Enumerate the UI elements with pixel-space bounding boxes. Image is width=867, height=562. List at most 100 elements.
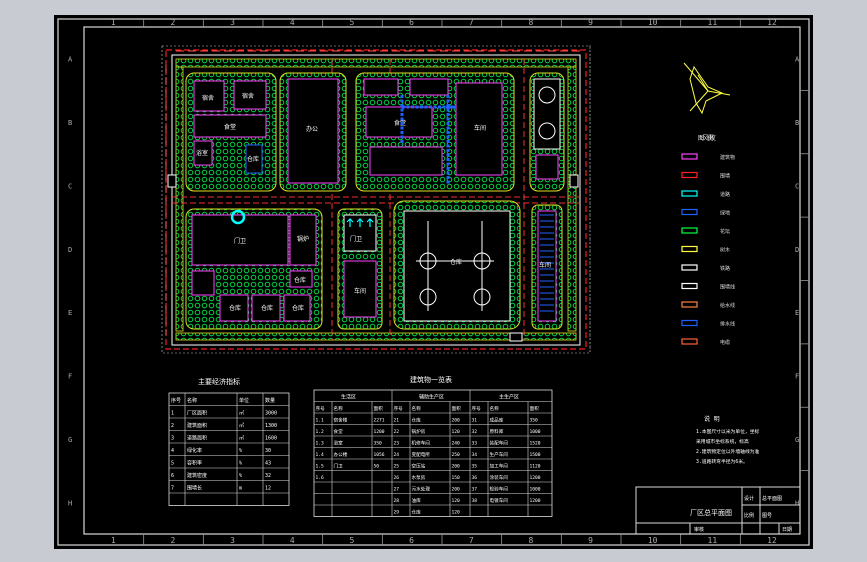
green-belt-left [175,66,184,332]
row-label-left: F [68,373,72,381]
table2-header: 序号 [316,405,326,412]
label-b17: 仓库 [450,258,462,266]
col-label-top: 1 [111,18,116,27]
row-label-right: C [795,182,799,190]
row-label-right: E [795,309,799,317]
table2-cell: 35 [472,464,478,470]
table1-cell: 30 [265,448,271,454]
legend-swatch [681,227,698,234]
label-b16: 车间 [354,287,366,295]
table2-cell: 31 [472,418,478,424]
legend-label: 给水线 [720,302,735,309]
table2-header: 名称 [412,405,422,412]
table1-cell: 建筑面积 [187,422,207,429]
row-label-left: A [68,56,73,64]
gate-south [509,332,523,342]
table1-cell: 绿化率 [187,447,202,454]
table1-cell: 5 [171,461,174,467]
building-b5 [245,144,263,174]
table2-cell: 29 [394,510,400,516]
table2-cell: 食堂 [334,428,344,435]
col-label-top: 5 [350,18,355,27]
row-label-right: B [795,119,799,127]
table2-cell: 27 [394,487,400,493]
label-b2: 宿舍 [242,92,254,100]
table2-cell: 250 [452,452,461,458]
pipe-gallery [400,95,456,185]
col-label-bottom: 4 [290,536,295,545]
green-belt-bottom [175,332,577,341]
title-school: 设计 [744,495,754,502]
building-b8 [455,82,503,176]
note-line: 3.道路转弯半径为6米。 [696,458,748,465]
table1-cell: ㎡ [239,410,244,417]
table1-cell: % [239,461,242,467]
label-b13: 仓库 [292,304,304,312]
col-label-bottom: 11 [708,536,718,545]
building-b11 [219,294,249,322]
table1-cell: 容积率 [187,460,202,467]
table1-cell: m [239,486,242,492]
table2-cell: 1000 [530,487,541,493]
table2-cell: 1120 [530,464,541,470]
table2-frame [313,389,553,517]
table2-cell: 37 [472,487,478,493]
table2-cell: 120 [452,429,461,435]
label-b15: 门卫 [350,235,362,243]
table2-cell: 油库 [412,497,422,504]
notes-title: 说 明 [704,415,720,423]
legend-swatch [681,264,698,271]
compass-label: 风玫 [702,133,716,142]
table2-cell: 200 [452,464,461,470]
legend-label: 树木 [720,247,730,254]
table2-group: 主生产区 [499,394,519,401]
table2-cell: 25 [394,464,400,470]
label-b9: 门卫 [234,237,246,245]
title-sign2: 日期 [782,527,792,533]
table2-group: 辅助生产区 [419,394,444,401]
site-plan: 宿舍 宿舍 食堂 浴室 仓库 办公 食堂 车间 门卫 锅炉 [161,45,591,354]
building-b12 [251,294,281,322]
table2-cell: 36 [472,475,478,481]
gate-west [167,174,177,188]
green-belt-top [175,58,577,68]
col-label-bottom: 5 [350,536,355,545]
label-b10: 锅炉 [297,235,309,243]
table1-cell: 6 [171,473,174,479]
table2-cell: 水泵房 [412,474,426,481]
table2-cell: 检验车间 [490,486,509,493]
table2-cell: 33 [472,441,478,447]
table2-cell: 1.5 [316,464,325,470]
col-label-bottom: 1 [111,536,116,545]
col-label-bottom: 6 [409,536,414,545]
legend-label: 围墙线 [720,284,735,291]
table2-cell: 1500 [530,452,541,458]
table2-cell: 宿舍楼 [334,417,348,424]
title-sign1: 审核 [694,526,704,533]
table2-header: 面积 [374,405,384,412]
col-label-top: 11 [708,18,718,27]
legend-swatch [681,282,698,290]
table2-cell: 1.6 [316,475,325,481]
table2-cell: 空压站 [412,463,426,470]
table2-cell: 1200 [530,498,541,504]
row-label-left: B [68,119,72,127]
table1-cell: 建筑密度 [187,472,207,479]
label-b1: 宿舍 [202,94,214,102]
table2-cell: 200 [452,487,461,493]
table2-cell: 浴室 [334,440,344,447]
table1-cell: 3 [171,436,174,442]
building-b1 [193,80,225,112]
legend-title: 图 例 [698,134,714,142]
table1-cell: 厂区面积 [187,410,207,417]
table2-cell: 电镀车间 [490,497,509,504]
table1-cell: 1300 [265,423,277,429]
table2-cell: 1200 [530,475,541,481]
table2-cell: 1200 [374,429,385,435]
row-label-right: G [795,436,799,444]
legend-swatch [681,153,698,160]
label-b12: 仓库 [261,304,273,312]
